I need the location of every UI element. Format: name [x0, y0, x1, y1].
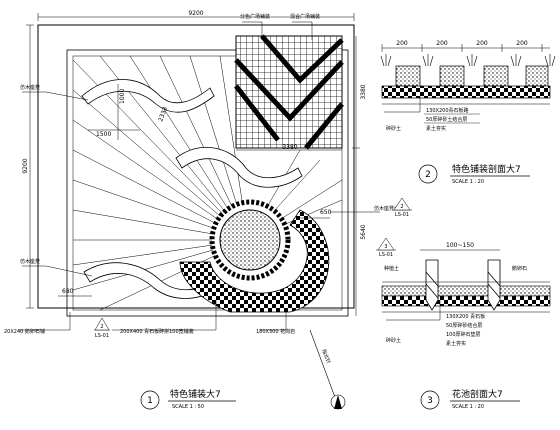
plan-dim-top: 9200	[188, 10, 203, 17]
sec2-note-left: 碎砂土	[386, 125, 401, 132]
svg-text:2: 2	[400, 204, 403, 210]
sec3-note-4: 素土夯实	[446, 340, 466, 347]
north-arrow-icon: 指北针	[309, 329, 346, 410]
sec3-note-3: 100厚碎石垫层	[446, 331, 481, 338]
plan-outer-border	[37, 24, 355, 309]
sec3-label-left: 种植土	[384, 265, 399, 272]
svg-text:LS-01: LS-01	[379, 252, 393, 258]
sec2-title: 特色铺装剖面大7	[452, 163, 521, 175]
sec3-ground	[381, 285, 551, 313]
dimension-lines	[26, 13, 360, 316]
sec2-note-1: 130X200青石板路	[426, 107, 469, 114]
plan-dim-2333: 2333	[157, 106, 169, 123]
callout-marker-b: 2 LS-01	[392, 197, 412, 218]
curved-benches	[81, 79, 303, 299]
plan-dim-left: 9200	[22, 158, 29, 173]
sec2-scale: SCALE 1 : 20	[452, 179, 484, 185]
section-3-view: 100~150 种植土 鹅卵石 130X200 青石板 50厚碎砂结合层 100…	[376, 237, 551, 410]
svg-text:3: 3	[384, 244, 387, 250]
svg-text:LS-01: LS-01	[95, 333, 109, 339]
svg-text:1: 1	[147, 396, 153, 406]
plan-view: 9200 9200 3380 5640 3380 2333 1500 1000 …	[4, 10, 412, 410]
section-2-view: 200 200 200 200 130X200青石板路 50厚碎砂土结合层 素土…	[380, 40, 556, 185]
sec2-dim-c: 200	[476, 40, 488, 47]
callout-marker-c: 3 LS-01	[376, 237, 396, 258]
sec2-note-2: 50厚碎砂土结合层	[426, 116, 467, 123]
sec2-stone-blocks	[395, 65, 549, 87]
plan-dim-1500: 1500	[96, 131, 111, 138]
sec2-dim-b: 200	[436, 40, 448, 47]
callout-marker-a: 2 LS-01	[94, 317, 110, 339]
plan-title-block: 1 特色铺装大7 SCALE 1 : 50	[140, 388, 236, 410]
sec3-label-right: 鹅卵石	[512, 265, 527, 272]
plan-label-b1: 20X240 鹅卵石铺	[4, 328, 45, 335]
sec3-note-1: 130X200 青石板	[446, 313, 485, 320]
plan-dim-1000: 1000	[119, 89, 126, 104]
plan-dim-inner-top: 3380	[282, 144, 297, 151]
sec3-dim-top: 100~150	[446, 242, 474, 249]
sec2-dim-d: 200	[516, 40, 528, 47]
sec3-note-2: 50厚碎砂结合层	[446, 322, 482, 329]
leader-lines	[18, 21, 380, 331]
plan-inner-square	[72, 55, 343, 311]
sec2-grass-tufts	[380, 54, 556, 67]
central-planter	[209, 199, 291, 281]
sec2-note-3: 素土夯实	[426, 125, 446, 132]
plan-label-b3: 180X300 花岗岩	[256, 328, 295, 335]
sec3-note-left: 碎砂土	[386, 337, 401, 344]
svg-text:2: 2	[100, 324, 103, 330]
svg-text:LS-01: LS-01	[395, 212, 409, 218]
sec3-title-num: 3	[427, 396, 433, 406]
plan-label-left-lower: 仿木座凳	[20, 258, 40, 265]
plan-label-top-1: 分色广场铺装	[240, 13, 270, 20]
grid-paving-block	[234, 34, 344, 150]
plan-label-right: 仿木座凳详见	[374, 205, 404, 212]
plan-paving-square	[66, 49, 349, 317]
plan-label-left-upper: 仿木座凳	[20, 84, 40, 91]
plan-dim-680: 680	[62, 288, 74, 295]
sec3-scale: SCALE 1 : 20	[452, 404, 484, 410]
plan-label-top-2: 混合广场铺装	[290, 13, 320, 20]
plan-dim-right-upper: 3380	[360, 84, 367, 99]
plan-label-b2: 200X400 青石板碎拼100宽铺装	[120, 328, 194, 335]
svg-text:特色铺装大7: 特色铺装大7	[170, 388, 221, 400]
sec3-edging-posts	[425, 259, 501, 311]
plan-dim-650: 650	[320, 209, 332, 216]
sec2-title-num: 2	[425, 170, 431, 180]
sec2-dim-a: 200	[396, 40, 408, 47]
svg-text:SCALE 1 : 50: SCALE 1 : 50	[172, 404, 204, 410]
sec2-sand-layer	[381, 85, 551, 99]
mosaic-paving-arc	[179, 209, 330, 313]
sec3-title: 花池剖面大7	[452, 388, 503, 400]
plan-dim-right-lower: 5640	[360, 224, 367, 239]
